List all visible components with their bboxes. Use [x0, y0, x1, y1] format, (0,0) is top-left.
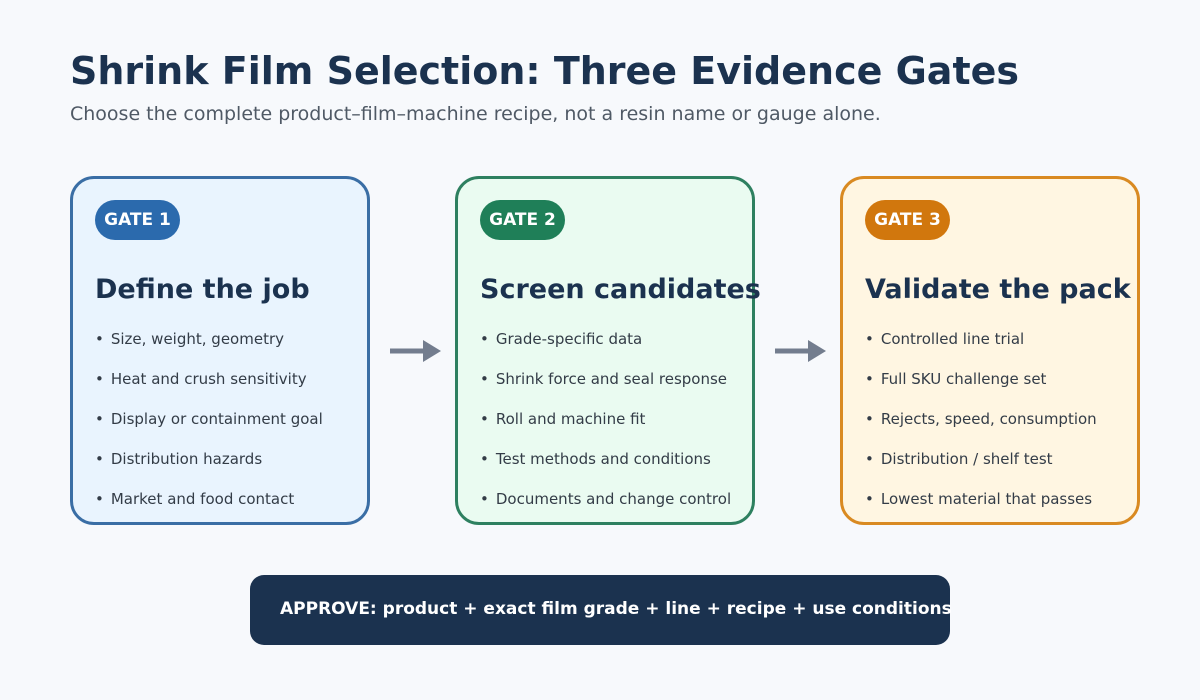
approval-banner: APPROVE: product + exact film grade + li…	[250, 575, 952, 645]
gate-2-badge: GATE 2	[480, 200, 565, 240]
gate-2-criterion: Roll and machine fit	[480, 410, 731, 450]
gate-3-badge: GATE 3	[865, 200, 950, 240]
gate-2-criterion: Shrink force and seal response	[480, 370, 731, 410]
gate-3-criterion: Lowest material that passes	[865, 490, 1097, 530]
gate-1-criterion: Display or containment goal	[95, 410, 323, 450]
right-arrow-icon	[775, 340, 826, 362]
gate-3-criterion: Full SKU challenge set	[865, 370, 1097, 410]
gate-1-card: GATE 1 Define the job Size, weight, geom…	[70, 176, 370, 525]
gate-3-card: GATE 3 Validate the pack Controlled line…	[840, 176, 1140, 525]
approval-text: APPROVE: product + exact film grade + li…	[280, 599, 952, 619]
gate-1-criterion: Heat and crush sensitivity	[95, 370, 323, 410]
gate-2-criterion: Grade-specific data	[480, 330, 731, 370]
gate-3-criteria-list: Controlled line trial Full SKU challenge…	[865, 330, 1097, 530]
gate-1-badge: GATE 1	[95, 200, 180, 240]
gate-3-criterion: Rejects, speed, consumption	[865, 410, 1097, 450]
gate-3-heading: Validate the pack	[865, 274, 1131, 305]
gate-1-criteria-list: Size, weight, geometry Heat and crush se…	[95, 330, 323, 530]
gate-2-heading: Screen candidates	[480, 274, 761, 305]
gate-1-criterion: Size, weight, geometry	[95, 330, 323, 370]
gate-2-card: GATE 2 Screen candidates Grade-specific …	[455, 176, 761, 525]
gate-1-criterion: Distribution hazards	[95, 450, 323, 490]
right-arrow-icon	[390, 340, 441, 362]
gate-2-criteria-list: Grade-specific data Shrink force and sea…	[480, 330, 731, 530]
gate-1-heading: Define the job	[95, 274, 310, 305]
gate-3-criterion: Distribution / shelf test	[865, 450, 1097, 490]
page-title: Shrink Film Selection: Three Evidence Ga…	[70, 49, 1019, 93]
gate-2-criterion: Test methods and conditions	[480, 450, 731, 490]
page-subtitle: Choose the complete product–film–machine…	[70, 103, 881, 125]
gate-2-criterion: Documents and change control	[480, 490, 731, 530]
gate-1-criterion: Market and food contact	[95, 490, 323, 530]
gate-3-criterion: Controlled line trial	[865, 330, 1097, 370]
